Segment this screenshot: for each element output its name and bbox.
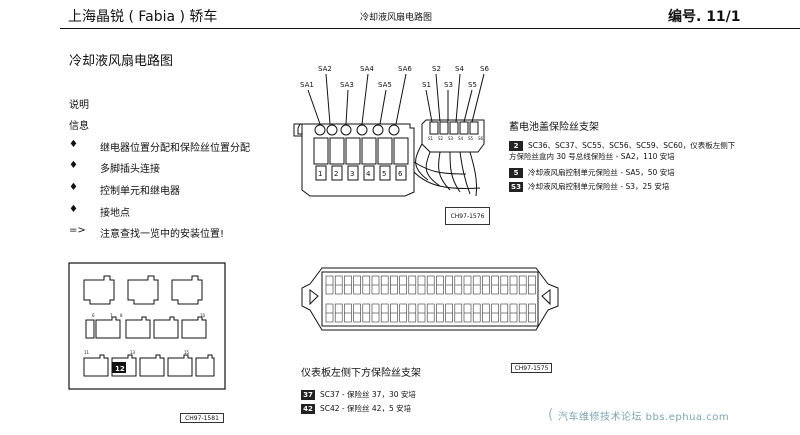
- fuse-code-badge: 5: [509, 168, 523, 178]
- legend-heading-notes: 说明: [69, 100, 89, 111]
- slot-number: 3: [350, 170, 354, 178]
- fuse-label-sa3: SA3: [340, 81, 354, 89]
- watermark-text: 汽车维修技术论坛 bbs.ephua.com: [557, 411, 730, 423]
- relay-panel-diagram: 12 6 7 8 10 11 13 15: [68, 262, 226, 390]
- fuse-code-badge: 42: [301, 404, 315, 414]
- fuse-entry: 5 冷却液风扇控制单元保险丝 - SA5，50 安培: [509, 167, 675, 178]
- legend-item: 多脚插头连接: [100, 164, 160, 175]
- legend-item: 接地点: [100, 208, 130, 219]
- fuse-label-s4: S4: [455, 65, 464, 73]
- page-title: 冷却液风扇电路图: [69, 54, 174, 69]
- figure-tag: CH97-1576: [445, 207, 490, 225]
- fuse-entry: 42 SC42 - 保险丝 42，5 安培: [301, 403, 411, 414]
- watermark: ( 汽车维修技术论坛 bbs.ephua.com: [538, 403, 800, 427]
- battery-fuse-diagram: SA1 SA2 SA3 SA4 SA5 SA6 S1 S2 S3 S4 S5 S…: [293, 65, 489, 197]
- slot-number: 6: [398, 170, 403, 178]
- fuse-label-s2: S2: [432, 65, 441, 73]
- fuse-entry: S3 冷却液风扇控制单元保险丝 - S3，25 安培: [509, 181, 669, 192]
- header-divider: [60, 28, 800, 29]
- fuse-label-sa1: SA1: [300, 81, 314, 89]
- figure-tag: CH97-1581: [180, 413, 224, 423]
- small-fuse-label: S4: [458, 136, 464, 141]
- legend-marker: ♦: [69, 160, 78, 171]
- relay-number: 11: [84, 350, 90, 355]
- slot-number: 2: [334, 170, 338, 178]
- figure-tag: CH97-1575: [511, 363, 552, 373]
- relay-marker: 8: [120, 313, 123, 318]
- fuse-code-badge: 2: [509, 141, 523, 151]
- legend-item: 控制单元和继电器: [100, 186, 180, 197]
- header-title: 上海晶锐 ( Fabia ) 轿车: [68, 9, 218, 25]
- slot-number: 5: [382, 170, 386, 178]
- fuse-entry: 37 SC37 - 保险丝 37，30 安培: [301, 389, 416, 400]
- relay-marker: 10: [200, 313, 206, 318]
- fuse-label-sa2: SA2: [318, 65, 332, 73]
- fuse-entry-text: 冷却液风扇控制单元保险丝 - SA5，50 安培: [528, 168, 675, 177]
- relay-number: 13: [130, 350, 136, 355]
- watermark-bracket-icon: (: [548, 407, 554, 423]
- fuse-entry-text: SC42 - 保险丝 42，5 安培: [320, 404, 412, 413]
- slot-number: 1: [318, 170, 322, 178]
- fuse-entry-text: SC37 - 保险丝 37，30 安培: [320, 390, 416, 399]
- page-number: 编号. 11/1: [668, 9, 741, 25]
- legend-marker: =>: [69, 225, 86, 236]
- small-fuse-label: S2: [438, 136, 444, 141]
- relay-marker: 6: [92, 313, 95, 318]
- relay-number: 15: [184, 350, 190, 355]
- dash-fuse-title: 仪表板左侧下方保险丝支架: [301, 368, 421, 379]
- highlighted-relay: [112, 362, 126, 373]
- legend-heading-info: 信息: [69, 121, 89, 132]
- fuse-code-badge: S3: [509, 182, 523, 192]
- small-fuse-label: S6: [478, 136, 484, 141]
- fuse-label-sa6: SA6: [398, 65, 412, 73]
- fuse-label-sa4: SA4: [360, 65, 374, 73]
- legend-marker: ♦: [69, 182, 78, 193]
- fuse-entry-text: 冷却液风扇控制单元保险丝 - S3，25 安培: [528, 182, 670, 191]
- fuse-label-s6: S6: [480, 65, 489, 73]
- dash-fuse-diagram: [301, 267, 559, 331]
- legend-item: 继电器位置分配和保险丝位置分配: [100, 143, 250, 154]
- fuse-code-badge: 37: [301, 390, 315, 400]
- small-fuse-label: S3: [448, 136, 454, 141]
- battery-fuse-title: 蓄电池盖保险丝支架: [509, 122, 599, 133]
- header-subtitle: 冷却液风扇电路图: [360, 13, 433, 23]
- fuse-label-s5: S5: [468, 81, 477, 89]
- fuse-entry-text: SC36、SC37、SC55、SC56、SC59、SC60，仪表板左侧下方保险丝…: [509, 141, 736, 161]
- fuse-label-s1: S1: [422, 81, 431, 89]
- legend-marker: ♦: [69, 204, 78, 215]
- fuse-label-sa5: SA5: [378, 81, 392, 89]
- relay-marker: 7: [110, 313, 113, 318]
- slot-number: 4: [366, 170, 371, 178]
- highlighted-relay-label: 12: [115, 365, 125, 373]
- legend-marker: ♦: [69, 139, 78, 150]
- small-fuse-label: S1: [428, 136, 434, 141]
- small-fuse-label: S5: [468, 136, 474, 141]
- fuse-label-s3: S3: [444, 81, 453, 89]
- legend-item: 注意查找一览中的安装位置!: [100, 229, 225, 240]
